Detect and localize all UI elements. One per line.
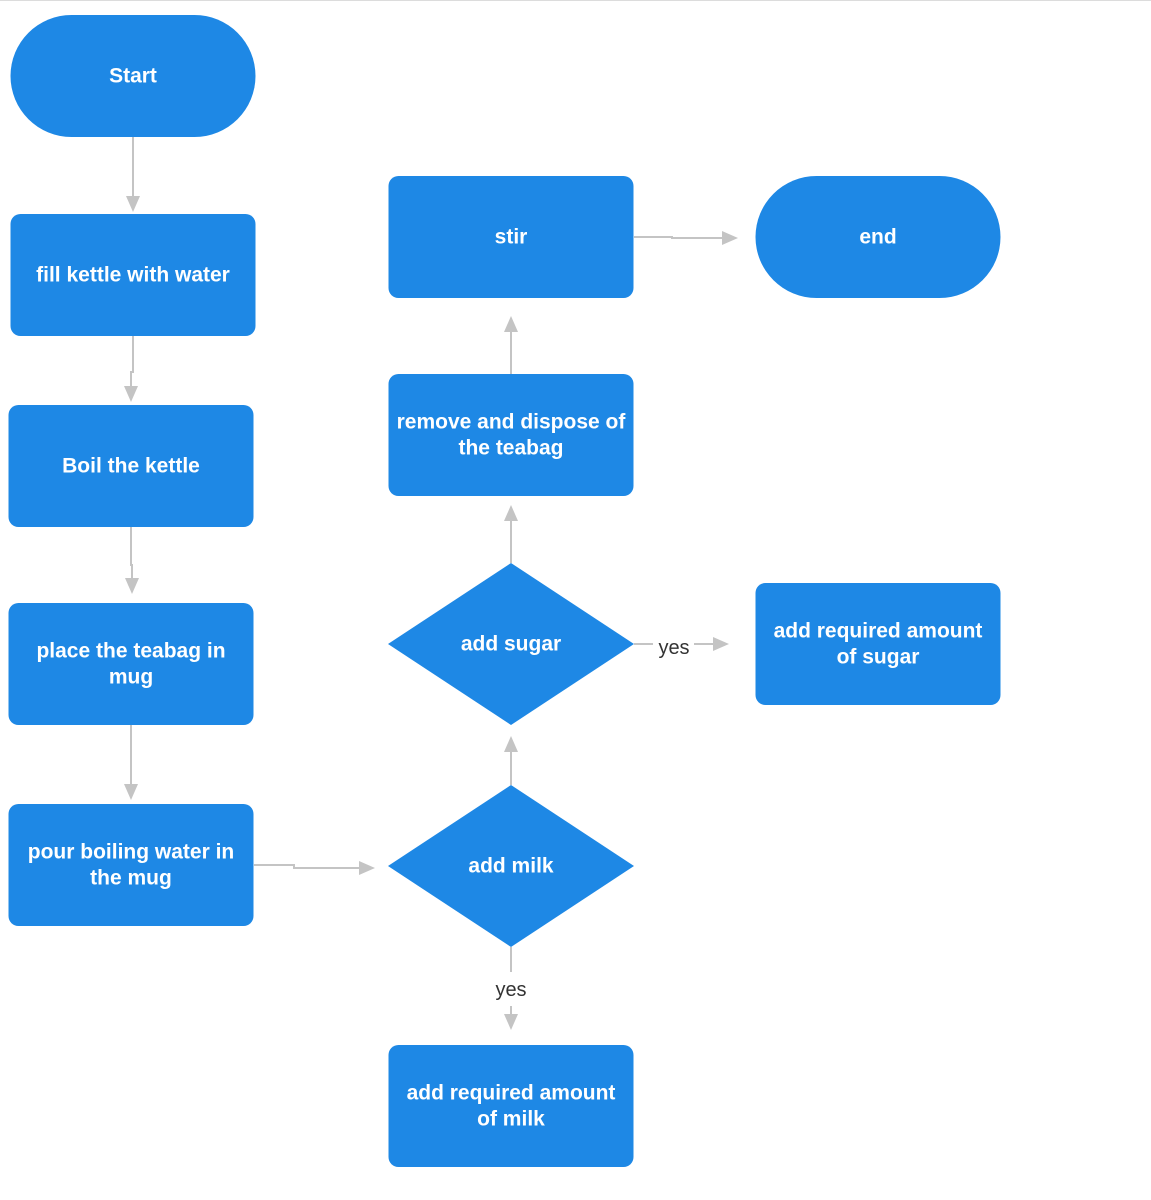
process-shape xyxy=(388,374,634,496)
top-divider xyxy=(0,0,1151,1)
node-label: add sugar xyxy=(461,633,561,656)
edge-line xyxy=(130,527,133,578)
decision-shape xyxy=(388,785,634,947)
node-label: end xyxy=(859,226,896,249)
edge-label-yes: yes xyxy=(658,637,689,659)
node-end[interactable]: end xyxy=(755,176,1001,298)
edge-line xyxy=(634,236,722,239)
edge-stir-to-end xyxy=(634,231,738,245)
terminal-shape xyxy=(755,176,1001,298)
arrowhead-icon xyxy=(124,386,138,402)
arrowhead-icon xyxy=(504,316,518,332)
edge-pour-water-to-add-milk xyxy=(254,861,375,875)
arrowhead-icon xyxy=(359,861,375,875)
node-label: the mug xyxy=(90,867,172,890)
node-milk-amount[interactable]: add required amount of milk xyxy=(388,1045,634,1167)
edge-start-to-fill-kettle xyxy=(126,137,140,212)
edge-fill-kettle-to-boil-kettle xyxy=(124,336,138,402)
node-label: place the teabag in xyxy=(36,640,225,663)
node-remove-teabag[interactable]: remove and dispose of the teabag xyxy=(388,374,634,496)
process-shape xyxy=(10,214,256,336)
arrowhead-icon xyxy=(722,231,738,245)
edge-place-teabag-to-pour-water xyxy=(124,725,138,800)
node-label: mug xyxy=(109,666,153,689)
node-start[interactable]: Start xyxy=(10,15,256,137)
node-label: Start xyxy=(109,65,157,88)
node-label: add milk xyxy=(468,855,554,878)
node-label: add required amount xyxy=(774,620,983,643)
process-shape xyxy=(755,583,1001,705)
process-shape xyxy=(8,405,254,527)
arrowhead-icon xyxy=(504,1014,518,1030)
arrowhead-icon xyxy=(124,784,138,800)
process-shape xyxy=(8,804,254,926)
node-label: stir xyxy=(495,226,528,249)
arrowhead-icon xyxy=(504,736,518,752)
arrowhead-icon xyxy=(713,637,729,651)
process-shape xyxy=(388,1045,634,1167)
node-pour-water[interactable]: pour boiling water in the mug xyxy=(8,804,254,926)
process-shape xyxy=(388,176,634,298)
node-label: of milk xyxy=(477,1108,545,1131)
decision-shape xyxy=(388,563,634,725)
edge-add-milk-to-milk-amount: yes xyxy=(495,947,527,1030)
node-label: of sugar xyxy=(837,646,920,669)
node-fill-kettle[interactable]: fill kettle with water xyxy=(10,214,256,336)
node-label: add required amount xyxy=(407,1082,616,1105)
node-label: the teabag xyxy=(458,437,563,460)
edge-remove-teabag-to-stir xyxy=(504,316,518,374)
edge-line xyxy=(130,336,134,386)
node-add-sugar[interactable]: add sugar xyxy=(388,563,634,725)
edge-add-sugar-to-sugar-amount: yes xyxy=(634,637,729,659)
edge-add-milk-to-add-sugar xyxy=(504,736,518,785)
node-boil-kettle[interactable]: Boil the kettle xyxy=(8,405,254,527)
node-add-milk[interactable]: add milk xyxy=(388,785,634,947)
node-label: remove and dispose of xyxy=(397,411,627,434)
edge-add-sugar-to-remove-teabag xyxy=(504,505,518,563)
node-place-teabag[interactable]: place the teabag in mug xyxy=(8,603,254,725)
arrowhead-icon xyxy=(125,578,139,594)
process-shape xyxy=(8,603,254,725)
edges-layer: yes yes xyxy=(124,137,738,1030)
node-sugar-amount[interactable]: add required amount of sugar xyxy=(755,583,1001,705)
node-label: pour boiling water in xyxy=(28,841,235,864)
edge-boil-kettle-to-place-teabag xyxy=(125,527,139,594)
arrowhead-icon xyxy=(126,196,140,212)
edge-line xyxy=(254,864,359,869)
edge-label-yes: yes xyxy=(495,979,526,1001)
arrowhead-icon xyxy=(504,505,518,521)
terminal-shape xyxy=(10,15,256,137)
node-stir[interactable]: stir xyxy=(388,176,634,298)
node-label: Boil the kettle xyxy=(62,455,200,478)
node-label: fill kettle with water xyxy=(36,264,230,287)
